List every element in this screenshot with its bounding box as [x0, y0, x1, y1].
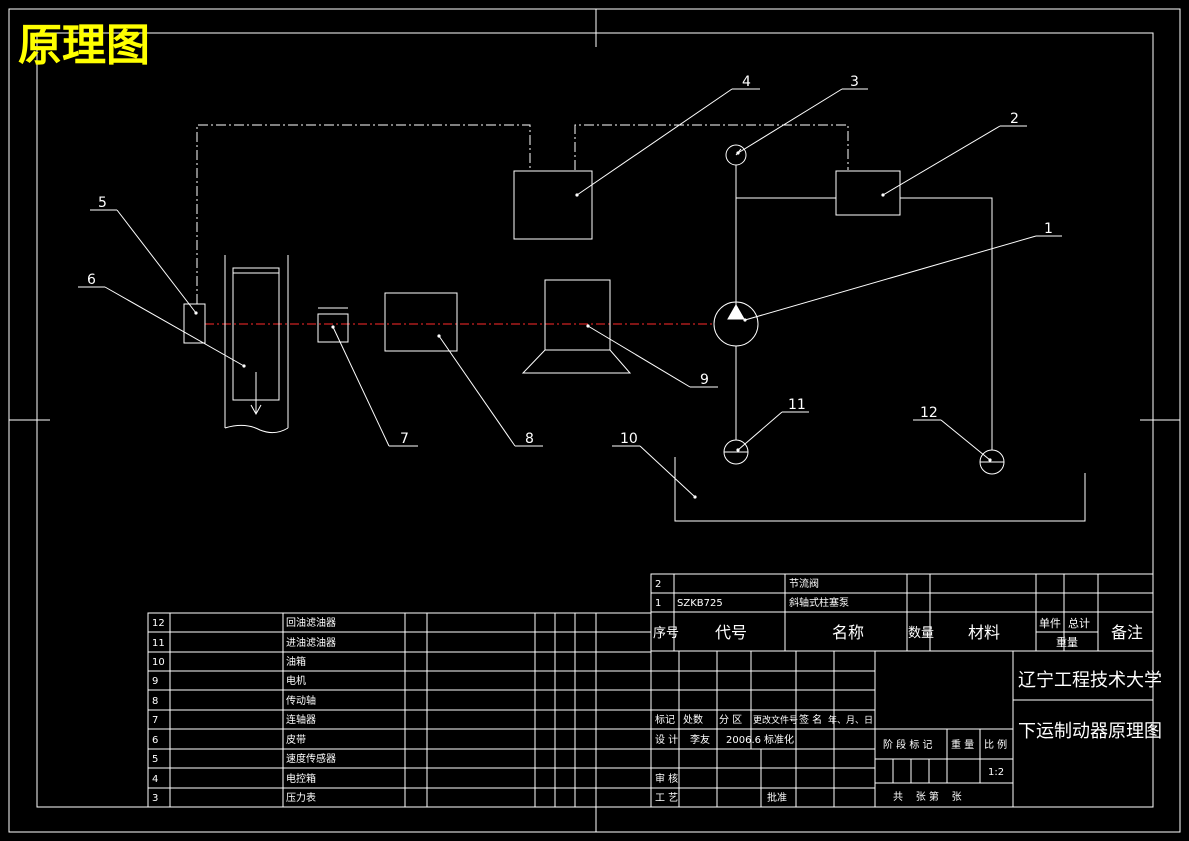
part-no: 7 [152, 715, 158, 726]
leader-lines [78, 88, 1062, 498]
part-name: 节流阀 [789, 577, 819, 590]
rev-date: 年、月、日 [828, 714, 873, 726]
part-name: 电控箱 [286, 772, 316, 785]
part-name: 压力表 [286, 791, 316, 804]
signal-line-sensor [196, 124, 531, 304]
part-no: 3 [152, 793, 158, 804]
header-material: 材料 [968, 623, 1000, 642]
callout-5: 5 [98, 195, 107, 211]
part-no: 8 [152, 696, 158, 707]
motor [544, 279, 611, 351]
header-qty: 数量 [908, 626, 934, 641]
part-name: 皮带 [286, 733, 306, 746]
header-weight: 重量 [1056, 635, 1078, 649]
part-no: 1 [655, 598, 661, 609]
callout-3: 3 [850, 74, 859, 90]
leader-dots [194, 151, 992, 499]
drawing-title: 下运制动器原理图 [1018, 721, 1162, 742]
upper-parts: 2 节流阀 1 SZKB725 斜轴式柱塞泵 [655, 577, 849, 609]
part-no: 6 [152, 735, 158, 746]
callout-10: 10 [620, 431, 638, 447]
part-no: 9 [152, 676, 158, 687]
stage-label: 阶 段 标 记 [883, 738, 933, 751]
design-date: 2006.6 [726, 735, 761, 746]
part-name: 斜轴式柱塞泵 [789, 596, 849, 609]
part-no: 11 [152, 638, 165, 649]
pump-icon [713, 301, 759, 347]
stage-sheets: 共 张 第 张 [893, 790, 962, 803]
header-remark: 备注 [1111, 623, 1143, 642]
part-no: 10 [152, 657, 165, 668]
speed-sensor [183, 303, 206, 344]
callout-8: 8 [525, 431, 534, 447]
header-code: 代号 [715, 623, 747, 642]
drive-shaft [384, 292, 458, 352]
page-title: 原理图 [18, 20, 150, 71]
callout-6: 6 [87, 272, 96, 288]
header-seq: 序号 [653, 626, 679, 641]
revision-row: 标记 处数 分 区 更改文件号 签 名 年、月、日 [655, 713, 873, 726]
process-label: 工 艺 [655, 792, 678, 804]
stage-block: 阶 段 标 记 重 量 比 例 1:2 共 张 第 张 [883, 738, 1007, 803]
control-box [513, 170, 593, 240]
standard-label: 标准化 [764, 733, 794, 746]
part-name: 传动轴 [286, 694, 316, 707]
part-no: 5 [152, 754, 158, 765]
rev-zone: 分 区 [719, 714, 742, 726]
callout-1: 1 [1044, 221, 1053, 237]
belt [224, 255, 289, 434]
callouts: 1 2 3 4 5 6 7 8 9 10 11 12 [87, 74, 1053, 447]
callout-9: 9 [700, 372, 709, 388]
rev-count: 处数 [683, 713, 703, 726]
throttle-valve [835, 170, 901, 216]
parts-header: 序号 代号 名称 数量 材料 单件 总计 重量 备注 [653, 616, 1143, 649]
parts-list: 12 回油滤油器 11 进油滤油器 10 油箱 9 电机 8 传动轴 7 连轴器… [152, 616, 336, 804]
title-block [147, 573, 1154, 808]
part-name: 连轴器 [286, 713, 316, 726]
schematic [183, 124, 1086, 522]
callout-7: 7 [400, 431, 409, 447]
callout-2: 2 [1010, 111, 1019, 127]
oil-tank [674, 457, 1086, 522]
rev-doc: 更改文件号 [753, 714, 798, 726]
part-no: 2 [655, 579, 661, 590]
part-name: 速度传感器 [286, 752, 336, 765]
header-unit: 单件 [1039, 617, 1061, 630]
part-name: 进油滤油器 [286, 636, 336, 649]
header-total: 总计 [1068, 616, 1090, 630]
part-name: 油箱 [286, 655, 306, 668]
part-code: SZKB725 [677, 598, 723, 609]
rev-mark: 标记 [655, 714, 675, 726]
review-label: 审 核 [655, 772, 678, 785]
callout-4: 4 [742, 74, 751, 90]
signal-line-valve [574, 124, 849, 170]
signoff: 设 计 李友 2006.6 标准化 审 核 工 艺 批准 [655, 733, 794, 804]
approve-label: 批准 [767, 791, 787, 804]
header-name: 名称 [832, 623, 864, 642]
part-no: 4 [152, 774, 158, 785]
callout-12: 12 [920, 405, 938, 421]
designer-name: 李友 [690, 733, 710, 746]
part-name: 回油滤油器 [286, 616, 336, 629]
frame [8, 8, 1181, 833]
stage-scale: 1:2 [988, 767, 1004, 778]
callout-11: 11 [788, 397, 806, 413]
part-name: 电机 [286, 674, 306, 687]
part-no: 12 [152, 618, 165, 629]
stage-scale-label: 比 例 [984, 738, 1007, 751]
design-label: 设 计 [655, 733, 678, 746]
school-name: 辽宁工程技术大学 [1018, 670, 1162, 691]
rev-sign: 签 名 [799, 713, 822, 726]
coupling [317, 313, 349, 343]
stage-weight: 重 量 [951, 738, 974, 751]
